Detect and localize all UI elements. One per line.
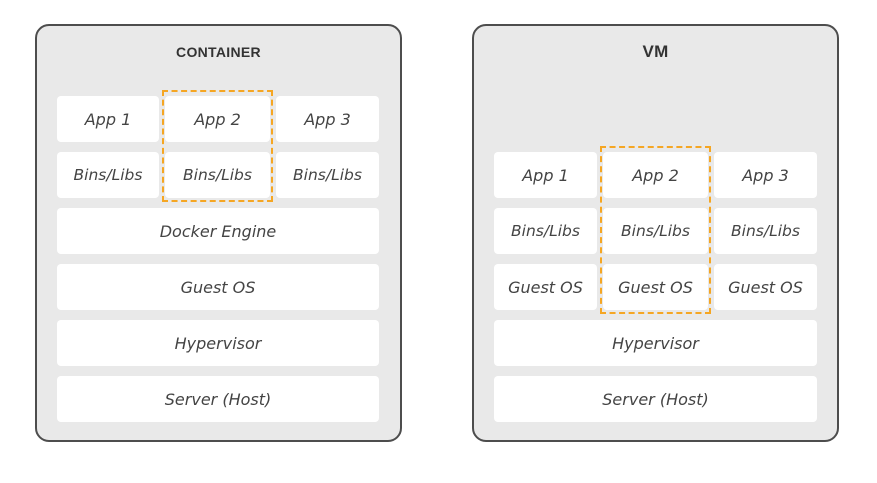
container-app-1: App 1 [57,96,159,142]
vm-guest-os-3: Guest OS [714,264,817,310]
container-bins-libs-3: Bins/Libs [276,152,379,198]
vm-bins-libs-1: Bins/Libs [494,208,597,254]
vm-title: VM [642,42,669,61]
vm-hypervisor: Hypervisor [494,320,817,366]
container-server-host: Server (Host) [57,376,379,422]
vm-app-3: App 3 [714,152,817,198]
vm-bins-libs-3: Bins/Libs [714,208,817,254]
container-hypervisor: Hypervisor [57,320,379,366]
vm-bins-libs-2: Bins/Libs [603,208,708,254]
container-guest-os: Guest OS [57,264,379,310]
container-app-3: App 3 [276,96,379,142]
vm-guest-os-1: Guest OS [494,264,597,310]
vm-app-1: App 1 [494,152,597,198]
vm-guest-os-2: Guest OS [603,264,708,310]
vm-app-2: App 2 [603,152,708,198]
container-docker-engine: Docker Engine [57,208,379,254]
container-title: CONTAINER [176,44,261,60]
container-bins-libs-1: Bins/Libs [57,152,159,198]
container-app-2: App 2 [165,96,270,142]
vm-server-host: Server (Host) [494,376,817,422]
container-bins-libs-2: Bins/Libs [165,152,270,198]
